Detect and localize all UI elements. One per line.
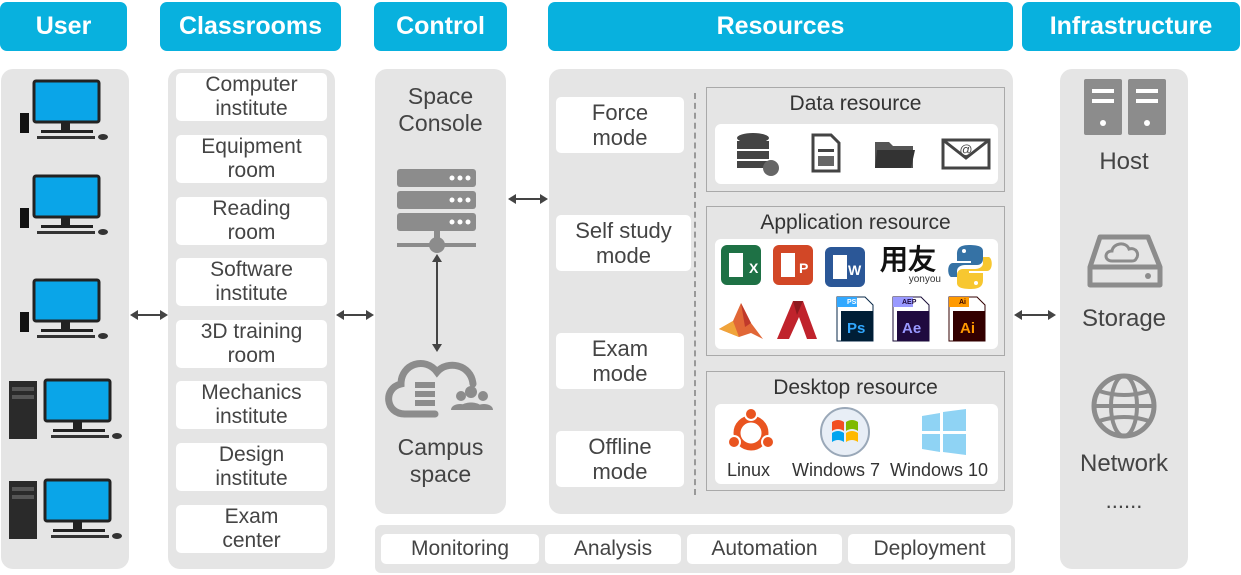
python-icon — [948, 245, 992, 289]
user-classrooms-arrow — [130, 310, 168, 320]
header-infrastructure: Infrastructure — [1022, 2, 1240, 51]
application-resource-icons: X P W 用友 yonyou — [715, 239, 998, 349]
windows-7-icon — [820, 407, 870, 457]
ops-item-automation: Automation — [687, 534, 842, 564]
svg-text:Ps: Ps — [847, 320, 865, 337]
powerpoint-icon: P — [773, 245, 813, 285]
ops-item-analysis: Analysis — [545, 534, 681, 564]
header-classrooms: Classrooms — [160, 2, 341, 51]
svg-text:@: @ — [959, 142, 972, 157]
svg-text:X: X — [749, 260, 759, 276]
header-control: Control — [374, 2, 507, 51]
header-user: User — [0, 2, 127, 51]
ops-item-deployment: Deployment — [848, 534, 1011, 564]
svg-text:AEP: AEP — [902, 299, 917, 306]
classrooms-control-arrow — [336, 310, 374, 320]
network-label: Network — [1079, 450, 1169, 477]
space-console-label: Space Console — [398, 83, 483, 136]
header-resources: Resources — [548, 2, 1013, 51]
email-icon: @ — [941, 138, 991, 170]
tower-pc-icon — [9, 378, 122, 439]
tower-pc-icon — [9, 478, 122, 539]
storage-label: Storage — [1081, 305, 1167, 332]
user-computers — [9, 79, 122, 539]
resources-infrastructure-arrow — [1014, 310, 1056, 320]
cloud-users-icon — [385, 360, 493, 418]
folder-icon — [875, 142, 915, 168]
word-icon: W — [825, 247, 865, 287]
server-icon — [397, 169, 476, 253]
storage-cloud-icon — [1087, 234, 1163, 288]
desktop-resource-icons: Linux Windows 7 Windows 10 — [715, 404, 998, 484]
svg-text:P: P — [799, 260, 808, 276]
mode-divider — [694, 93, 696, 495]
after-effects-icon: AEP Ae — [892, 296, 930, 342]
user-panel — [1, 69, 129, 569]
application-resource-box: Application resource X P W 用友 yonyou — [706, 206, 1005, 356]
svg-text:W: W — [848, 262, 862, 278]
desktop-resource-title: Desktop resource — [773, 376, 938, 399]
data-resource-box: Data resource @ — [706, 87, 1005, 192]
database-icon — [737, 133, 779, 176]
host-server-icon — [1084, 79, 1166, 135]
operations-bar: Monitoring Analysis Automation Deploymen… — [375, 525, 1015, 573]
desktop-pc-icon — [20, 79, 108, 140]
data-resource-title: Data resource — [789, 92, 922, 115]
application-resource-title: Application resource — [760, 211, 951, 234]
os-label-linux: Linux — [727, 460, 771, 480]
desktop-resource-box: Desktop resource Linux Windows 7 — [706, 371, 1005, 491]
matlab-icon — [719, 303, 763, 339]
autocad-icon — [777, 301, 817, 339]
report-document-icon — [811, 133, 841, 173]
os-label-windows-7: Windows 7 — [792, 460, 881, 480]
yonyou-logo-icon: 用友 yonyou — [879, 244, 941, 285]
campus-space-label: Campus space — [397, 434, 484, 487]
ubuntu-linux-icon — [727, 408, 775, 451]
illustrator-icon: Ai Ai — [948, 296, 986, 342]
ops-item-monitoring: Monitoring — [381, 534, 539, 564]
data-resource-icons: @ — [715, 124, 998, 184]
host-label: Host — [1099, 148, 1149, 175]
vertical-arrow — [432, 254, 442, 352]
infrastructure-panel: Host Storage Network ...... — [1060, 69, 1188, 569]
desktop-pc-icon — [20, 174, 108, 235]
svg-text:PSD: PSD — [847, 299, 861, 306]
os-label-windows-10: Windows 10 — [890, 460, 989, 480]
desktop-pc-icon — [20, 278, 108, 339]
control-panel: Space Console Campus space — [375, 69, 506, 514]
photoshop-icon: PSD Ps — [836, 296, 874, 342]
more-ellipsis: ...... — [1105, 488, 1143, 513]
svg-text:Ae: Ae — [902, 320, 921, 337]
network-globe-icon — [1091, 373, 1157, 439]
windows-10-icon — [922, 409, 966, 455]
svg-text:Ai: Ai — [960, 320, 975, 337]
control-resources-arrow — [508, 194, 548, 204]
excel-icon: X — [721, 245, 761, 285]
svg-text:Ai: Ai — [959, 299, 966, 306]
